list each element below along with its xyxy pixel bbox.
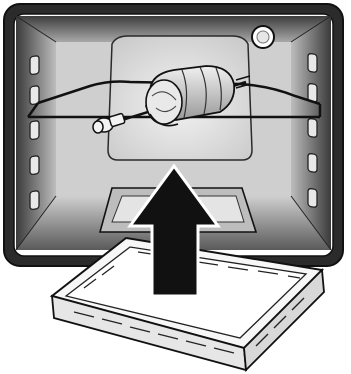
- lamp-icon: [252, 26, 274, 48]
